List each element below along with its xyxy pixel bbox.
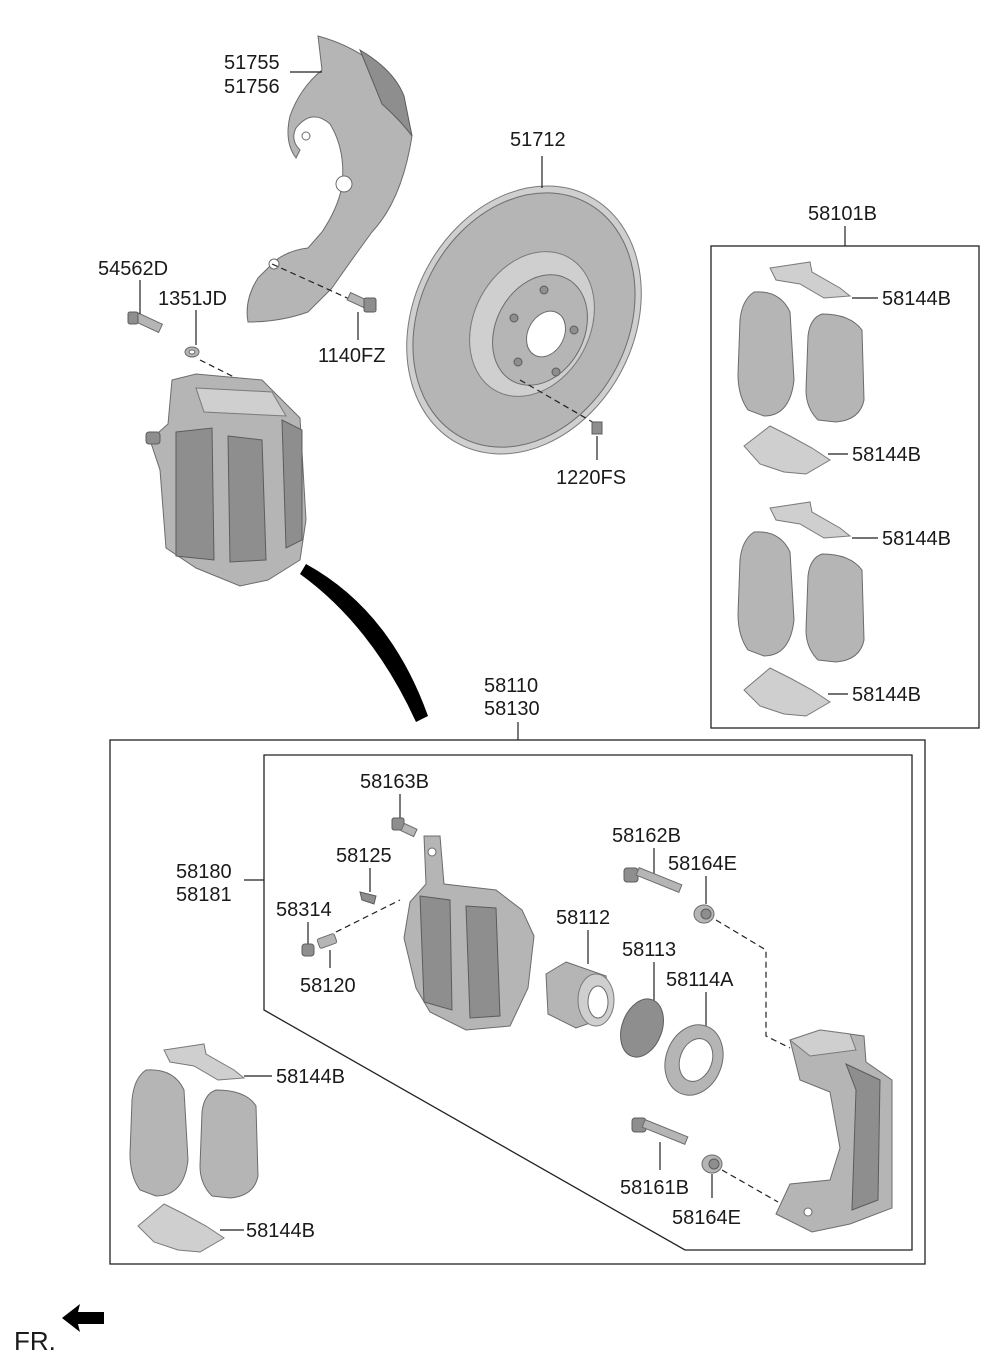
label-58120: 58120 <box>300 975 356 997</box>
dust-shield-part <box>246 35 413 323</box>
label-51712: 51712 <box>510 129 566 151</box>
label-58181: 58181 <box>176 884 232 906</box>
pad-set-upper <box>737 261 865 475</box>
caliper-kit-inner-box <box>263 754 913 1251</box>
brake-disc-part <box>406 185 642 455</box>
label-58162b: 58162B <box>612 825 681 847</box>
label-58164e-1: 58164E <box>668 853 737 875</box>
bolt-1140fz-part <box>346 291 377 313</box>
label-58110: 58110 <box>484 675 538 697</box>
label-58114a: 58114A <box>666 969 734 991</box>
screw-1220fs-part <box>591 421 603 435</box>
label-58144b-2: 58144B <box>852 444 921 466</box>
label-58161b: 58161B <box>620 1177 689 1199</box>
piston-58112-part <box>545 961 615 1029</box>
cap-58314-part <box>301 943 315 957</box>
label-1351jd: 1351JD <box>158 288 227 310</box>
label-58314: 58314 <box>276 899 332 921</box>
label-58163b: 58163B <box>360 771 429 793</box>
assembly-pointer-arrow <box>300 564 428 722</box>
label-58113: 58113 <box>622 939 676 961</box>
pad-kit-box <box>710 245 980 729</box>
label-58144b-6: 58144B <box>246 1220 315 1242</box>
seal-58113-part <box>620 998 664 1058</box>
label-58144b-1: 58144B <box>882 288 951 310</box>
pad-set-kit <box>129 1043 259 1253</box>
caliper-kit-outer-box <box>109 739 926 1265</box>
spring-58125-part <box>359 891 377 905</box>
label-54562d: 54562D <box>98 258 168 280</box>
boot-58164e-lower-part <box>701 1154 723 1174</box>
caliper-housing-part <box>403 835 535 1031</box>
label-58101b: 58101B <box>808 203 877 225</box>
guide-pin-58161b-part <box>631 1117 689 1145</box>
bolt-54562d-part <box>127 311 164 334</box>
label-58112: 58112 <box>556 907 610 929</box>
label-58144b-3: 58144B <box>882 528 951 550</box>
caliper-assembly-part <box>145 373 307 587</box>
label-58144b-4: 58144B <box>852 684 921 706</box>
label-51756: 51756 <box>224 76 280 98</box>
label-58144b-5: 58144B <box>276 1066 345 1088</box>
bleeder-58120-part <box>316 933 338 949</box>
label-58125: 58125 <box>336 845 392 867</box>
boot-58114a-part <box>664 1024 724 1096</box>
guide-pin-58162b-part <box>623 867 683 893</box>
bolt-58163b-part <box>391 817 418 838</box>
label-1140fz: 1140FZ <box>318 345 385 367</box>
label-58130: 58130 <box>484 698 540 720</box>
boot-58164e-upper-part <box>693 904 715 924</box>
front-direction-label: FR. <box>14 1326 56 1356</box>
pad-set-lower <box>737 501 865 717</box>
label-51755: 51755 <box>224 52 280 74</box>
caliper-bracket-part <box>775 1029 893 1233</box>
label-1220fs: 1220FS <box>556 467 626 489</box>
label-58164e-2: 58164E <box>672 1207 741 1229</box>
front-direction-arrow-icon <box>62 1304 104 1332</box>
label-58180: 58180 <box>176 861 232 883</box>
